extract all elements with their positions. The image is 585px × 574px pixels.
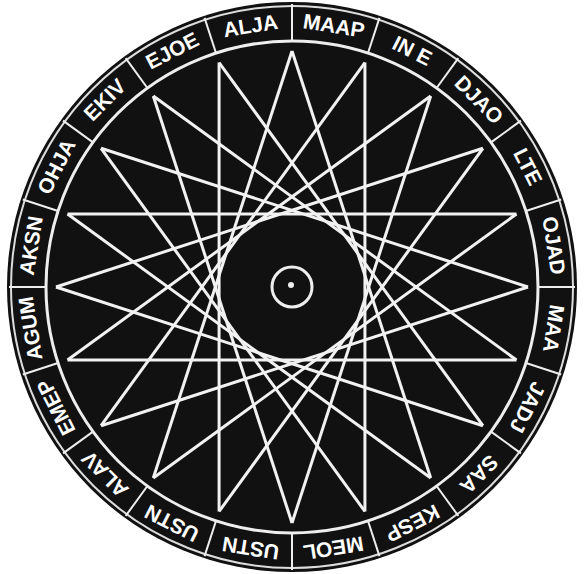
center-circle [272, 267, 312, 307]
ring-divider [538, 286, 575, 288]
ring-divider [205, 18, 216, 53]
star-line [56, 148, 483, 287]
star-line [153, 214, 516, 478]
star-line [68, 214, 431, 478]
ring-divider [126, 58, 148, 88]
star-line [101, 287, 528, 426]
ring-divider [23, 200, 58, 211]
star-line [68, 358, 517, 361]
star-line [153, 96, 516, 360]
star-line [219, 63, 483, 426]
ring-divider [526, 363, 561, 374]
star-line [153, 51, 292, 478]
star-line [292, 51, 431, 478]
star-line [219, 148, 483, 511]
center-dot [288, 282, 294, 288]
star-line [363, 63, 366, 512]
ring-divider [491, 432, 521, 454]
star-line [153, 96, 292, 523]
ring-divider [291, 533, 293, 570]
ring-divider [368, 18, 379, 53]
ring-divider [9, 286, 46, 288]
ring-divider [437, 486, 459, 516]
star-line [68, 96, 431, 360]
outer-ring-line [11, 6, 573, 568]
twenty-point-star [56, 51, 528, 523]
ring-divider [291, 4, 293, 41]
black-disc [7, 2, 577, 572]
star-line [292, 96, 431, 523]
inner-ring-line [46, 41, 538, 533]
star-line [218, 63, 221, 512]
star-line [56, 287, 483, 426]
star-line [68, 213, 517, 216]
ring-divider [368, 521, 379, 556]
star-line [101, 148, 528, 287]
ring-divider [205, 521, 216, 556]
star-line [101, 63, 365, 426]
ring-divider [526, 200, 561, 211]
star-line [101, 148, 365, 511]
ring-divider [23, 363, 58, 374]
ring-dividers [9, 4, 575, 570]
